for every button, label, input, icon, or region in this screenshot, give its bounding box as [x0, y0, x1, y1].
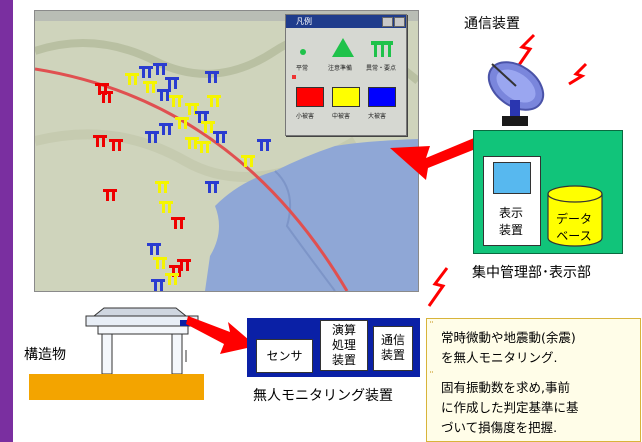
legend-title: 凡例	[296, 17, 312, 26]
map-marker-icon	[205, 181, 219, 193]
display-device-label: 表示 装置	[483, 205, 539, 239]
map-marker-icon	[95, 83, 109, 95]
swatch-small-damage	[296, 87, 324, 107]
map-marker-icon	[201, 121, 215, 133]
calc-processing-box: 演算 処理 装置	[320, 320, 368, 371]
map-marker-icon	[205, 71, 219, 83]
bridge-structure-icon	[85, 307, 199, 375]
map-marker-icon	[165, 77, 179, 89]
normal-dot-icon	[300, 49, 306, 55]
note1-line2: を無人モニタリング.	[441, 350, 558, 365]
map-marker-icon	[93, 135, 107, 147]
display-device-line2: 装置	[498, 223, 523, 237]
minimize-button[interactable]	[382, 17, 393, 27]
note2-line1: 固有振動数を求め,事前	[441, 380, 570, 395]
legend-label-caution: 注意準備	[328, 65, 353, 72]
caution-tree-icon	[332, 38, 354, 57]
comm-line2: 装置	[380, 348, 405, 362]
legend-label-normal: 平常	[296, 65, 309, 72]
communication-box: 通信 装置	[373, 326, 413, 371]
notes-box: ¨ 常時微動や地震動(余震) を無人モニタリング. ¨ 固有振動数を求め,事前 …	[426, 318, 641, 442]
database-line1: データ	[555, 212, 592, 226]
unmanned-monitoring-label: 無人モニタリング装置	[253, 388, 393, 404]
map-marker-icon	[177, 259, 191, 271]
lightning-icon	[517, 33, 536, 66]
map-marker-icon	[169, 265, 183, 277]
map-marker-icon	[125, 73, 139, 85]
map-marker-icon	[143, 81, 157, 93]
map-marker-icon	[159, 123, 173, 135]
satellite-dish-icon	[487, 61, 545, 126]
note2-line2: に作成した判定基準に基	[441, 400, 579, 415]
arrow-to-device-icon	[186, 316, 256, 354]
database-icon	[547, 185, 603, 247]
legend-label-large-damage: 大被害	[368, 113, 387, 120]
legend-label-medium-damage: 中被害	[332, 113, 351, 120]
map-marker-icon	[175, 117, 189, 129]
note2-line3: づいて損傷度を把握.	[441, 420, 558, 435]
database-line2: ベース	[556, 229, 592, 243]
structure-label: 構造物	[24, 347, 66, 363]
map-marker-icon	[165, 273, 179, 285]
note1-line1: 常時微動や地震動(余震)	[441, 330, 576, 345]
map-marker-icon	[185, 103, 199, 115]
map-marker-icon	[147, 243, 161, 255]
central-management-label: 集中管理部･表示部	[472, 265, 591, 281]
map-titlebar	[35, 11, 418, 21]
abnormal-gate-icon	[371, 41, 393, 57]
note-bullet-2: ¨	[429, 371, 434, 382]
sensor-box: センサ	[256, 339, 313, 373]
legend-label-abnormal: 異常・要点	[366, 65, 397, 72]
map-marker-icon	[151, 279, 165, 291]
map-markers	[35, 21, 418, 291]
note-bullet-1: ¨	[429, 321, 434, 332]
map-image	[35, 21, 418, 291]
legend-label-small-damage: 小被害	[296, 113, 315, 120]
display-screen	[493, 162, 531, 194]
close-button[interactable]	[394, 17, 405, 27]
ground	[29, 374, 204, 400]
calc-line1: 演算	[331, 323, 356, 337]
database-label: データ ベース	[548, 211, 600, 245]
small-marker-icon	[292, 75, 296, 79]
swatch-medium-damage	[332, 87, 360, 107]
map-marker-icon	[157, 89, 171, 101]
legend-window: 凡例 平常 注意準備 異常・要点 小被害 中被害 大被害	[285, 14, 407, 136]
map-marker-icon	[197, 141, 211, 153]
communication-device-label: 通信装置	[464, 16, 520, 32]
map-marker-icon	[195, 111, 209, 123]
comm-line1: 通信	[380, 333, 405, 347]
map-marker-icon	[241, 155, 255, 167]
map-marker-icon	[185, 137, 199, 149]
legend-titlebar: 凡例	[286, 15, 406, 28]
lightning-icon	[568, 62, 588, 86]
map-marker-icon	[103, 189, 117, 201]
map-marker-icon	[139, 66, 153, 78]
map-marker-icon	[213, 131, 227, 143]
display-device-line1: 表示	[498, 206, 523, 220]
accent-bar	[0, 0, 13, 442]
arrow-to-map-icon	[390, 138, 478, 180]
map-marker-icon	[109, 139, 123, 151]
map-marker-icon	[99, 91, 113, 103]
calc-line2: 処理	[331, 338, 356, 352]
map-marker-icon	[155, 181, 169, 193]
lightning-icon	[427, 267, 449, 307]
map-marker-icon	[153, 63, 167, 75]
map-marker-icon	[153, 257, 167, 269]
map-marker-icon	[171, 217, 185, 229]
map-marker-icon	[145, 131, 159, 143]
calc-line3: 装置	[331, 353, 356, 367]
swatch-large-damage	[368, 87, 396, 107]
map-marker-icon	[159, 201, 173, 213]
map-marker-icon	[207, 95, 221, 107]
map-marker-icon	[257, 139, 271, 151]
map-marker-icon	[169, 95, 183, 107]
